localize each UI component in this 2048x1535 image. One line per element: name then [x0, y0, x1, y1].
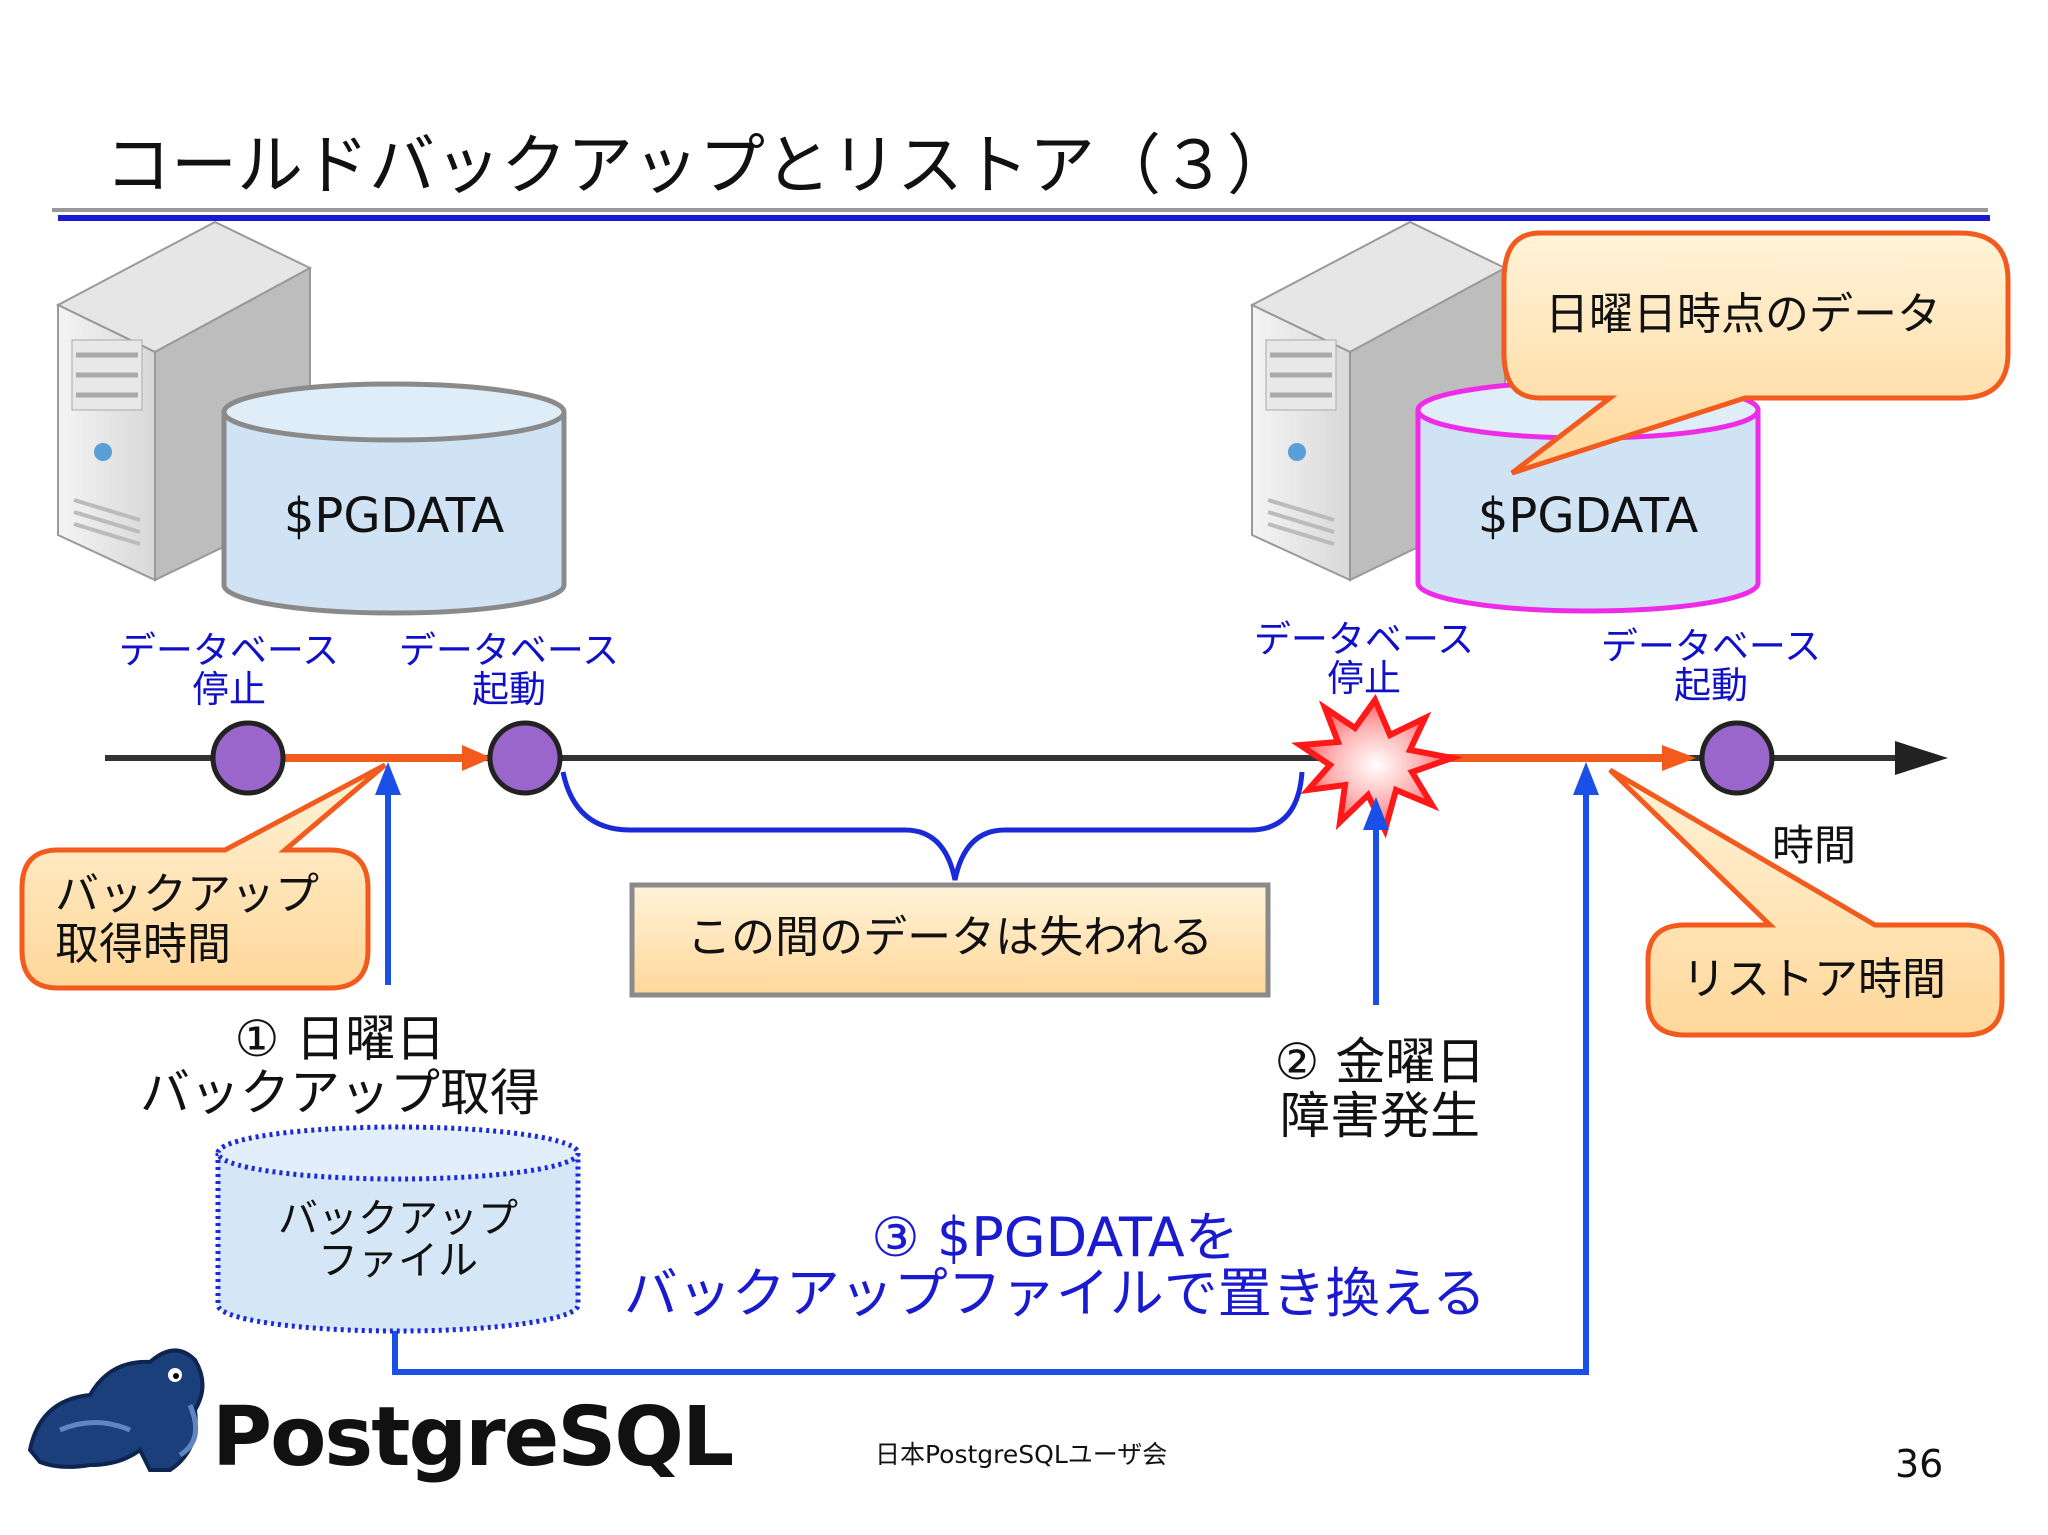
- backup-interval-arrow: [285, 745, 492, 771]
- backup-file-line2: ファイル: [318, 1238, 478, 1284]
- step2-line1: ② 金曜日: [1274, 1033, 1486, 1091]
- event-label-line1: データベース: [1253, 618, 1475, 661]
- page-number: 36: [1895, 1442, 1944, 1486]
- failure-burst-icon: [1291, 693, 1464, 839]
- step2-label: ② 金曜日 障害発生: [1180, 1035, 1580, 1143]
- sunday-data-callout-shape: [1501, 230, 2011, 476]
- lost-data-box: [629, 882, 1271, 998]
- restore-time-callout-text: リストア時間: [1682, 954, 1946, 1005]
- event-label-line1: データベース: [1600, 625, 1822, 668]
- backup-file-label: バックアップ ファイル: [218, 1198, 578, 1282]
- backup-time-line1: バックアップ: [55, 869, 319, 920]
- event-label-db-start-1: データベース 起動: [398, 631, 620, 709]
- backup-time-line2: 取得時間: [55, 919, 231, 970]
- step1-label: ① 日曜日 バックアップ取得: [110, 1012, 570, 1120]
- step3-replace-arrow: [392, 762, 1599, 1375]
- step3-line2: バックアップファイルで置き換える: [623, 1262, 1487, 1325]
- step1-line2: バックアップ取得: [140, 1064, 540, 1122]
- right-pgdata-cylinder: [1415, 379, 1761, 614]
- step3-line1: ③ $PGDATAを: [871, 1206, 1239, 1269]
- restore-time-callout-shape: [1608, 767, 2005, 1038]
- step1-line1: ① 日曜日: [234, 1010, 446, 1068]
- backup-file-line1: バックアップ: [278, 1196, 518, 1242]
- step2-line2: 障害発生: [1280, 1087, 1480, 1145]
- event-label-db-start-2: データベース 起動: [1600, 627, 1822, 705]
- postgresql-logo-text: PostgreSQL: [212, 1390, 734, 1485]
- postgresql-elephant-logo: [27, 1348, 205, 1472]
- backup-time-callout-text: バックアップ 取得時間: [55, 870, 319, 970]
- backup-file-cylinder: [215, 1124, 581, 1334]
- event-label-db-stop-2: データベース 停止: [1253, 620, 1475, 698]
- step2-arrow: [1363, 797, 1389, 1005]
- step1-arrow: [375, 762, 401, 985]
- event-label-line1: データベース: [118, 629, 340, 672]
- page-title: コールドバックアップとリストア（３）: [105, 127, 1293, 204]
- restore-interval-arrow: [1420, 745, 1696, 771]
- right-pgdata-label: $PGDATA: [1477, 488, 1699, 544]
- lost-data-text: この間のデータは失われる: [687, 912, 1213, 963]
- sunday-data-callout-text: 日曜日時点のデータ: [1545, 289, 1941, 340]
- event-label-line1: データベース: [398, 629, 620, 672]
- event-label-line2: 起動: [472, 668, 546, 711]
- event-label-db-stop-1: データベース 停止: [118, 631, 340, 709]
- event-label-line2: 起動: [1674, 664, 1748, 707]
- title-underline: [52, 208, 1990, 221]
- event-label-line2: 停止: [192, 668, 266, 711]
- backup-time-callout-shape: [19, 762, 387, 991]
- step3-label: ③ $PGDATAを バックアップファイルで置き換える: [605, 1210, 1505, 1322]
- event-db-start-1: [487, 720, 563, 796]
- event-label-line2: 停止: [1327, 657, 1401, 700]
- left-pgdata-label: $PGDATA: [283, 488, 505, 544]
- event-db-stop-1: [210, 720, 286, 796]
- left-pgdata-cylinder: [221, 381, 567, 616]
- lost-data-brace: [560, 771, 1305, 881]
- time-axis-label: 時間: [1772, 821, 1857, 870]
- event-db-start-2: [1699, 720, 1775, 796]
- footer-organization: 日本PostgreSQLユーザ会: [875, 1440, 1168, 1469]
